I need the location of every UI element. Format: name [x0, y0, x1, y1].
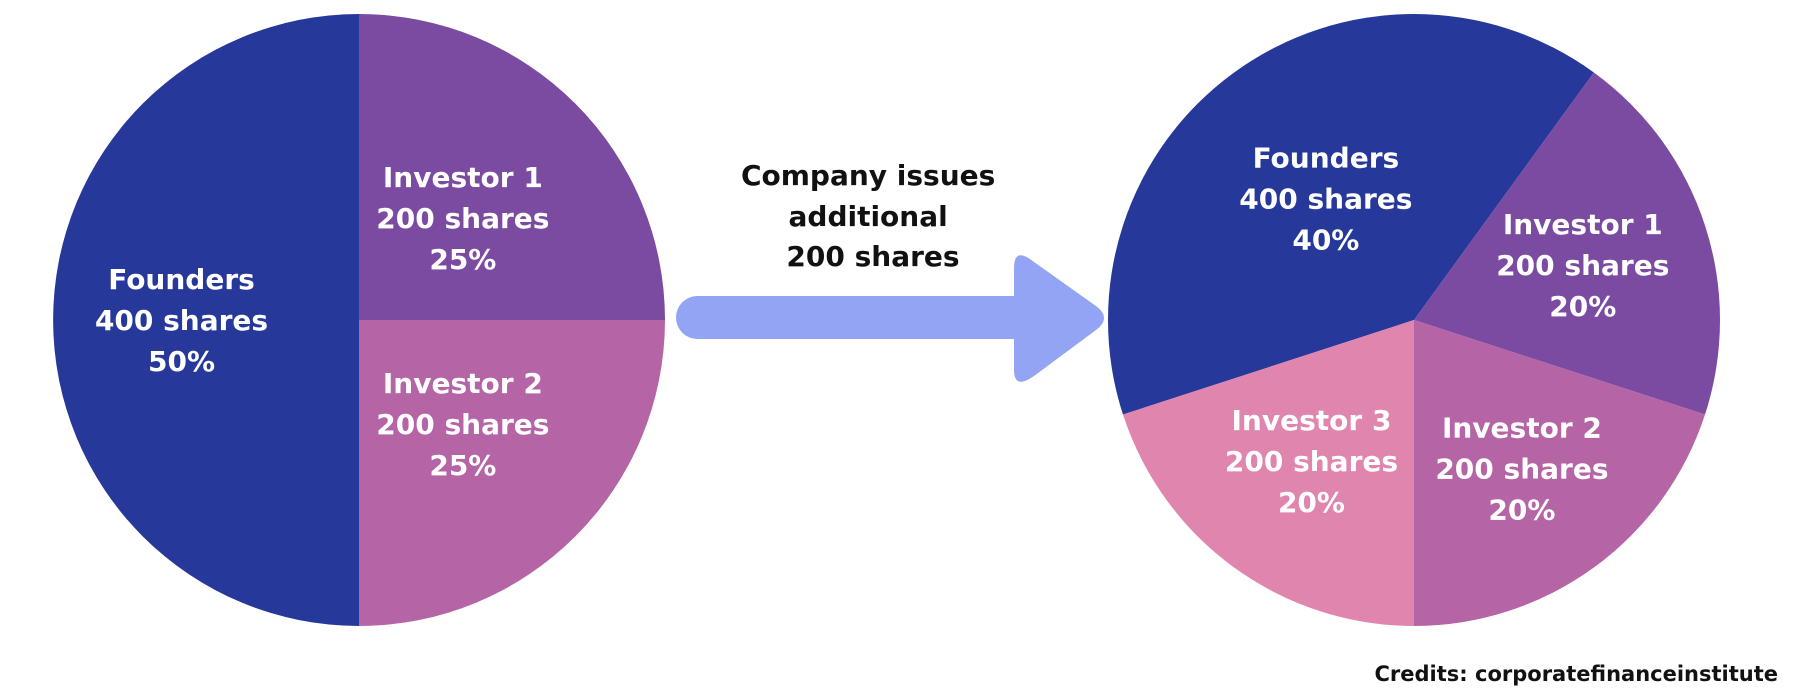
after-slice-investor-3 — [1122, 320, 1414, 626]
before-slice-investor-2 — [359, 320, 665, 626]
after-slice-label-line-2: 200 shares — [1435, 453, 1608, 486]
after-slice-label-line-1: Investor 3 — [1232, 404, 1392, 437]
credits-text: Credits: corporatefinanceinstitute — [1375, 662, 1778, 686]
before-slice-label-investor-1: Investor 1 200 shares 25% — [376, 161, 549, 276]
after-slice-label-line-3: 20% — [1278, 486, 1345, 519]
after-slice-label-line-1: Investor 1 — [1503, 208, 1663, 241]
arrow-caption-line-1: Company issues — [741, 159, 995, 192]
after-slice-label-line-2: 400 shares — [1239, 183, 1412, 216]
pie-before-issuance: Founders 400 shares 50% Investor 1 200 share… — [53, 14, 665, 626]
after-slice-investor-2 — [1414, 320, 1706, 626]
after-slice-label-line-3: 20% — [1488, 494, 1555, 527]
arrow-caption-line-3: 200 shares — [786, 240, 959, 273]
before-slice-label-line-1: Investor 2 — [383, 367, 543, 400]
before-slice-founders — [53, 14, 359, 626]
before-slice-label-line-3: 25% — [429, 449, 496, 482]
after-slice-label-investor-1: Investor 1 200 shares 20% — [1496, 208, 1669, 323]
arrow-caption: Company issues additional 200 shares — [741, 159, 1005, 273]
after-slice-label-line-1: Founders — [1253, 142, 1400, 175]
before-slice-investor-1 — [359, 14, 665, 320]
pie-after-issuance: Founders 400 shares 40% Investor 1 200 share… — [1108, 14, 1720, 626]
after-slice-label-founders: Founders 400 shares 40% — [1239, 142, 1412, 257]
after-slice-label-line-3: 20% — [1549, 290, 1616, 323]
after-slice-label-investor-2: Investor 2 200 shares 20% — [1435, 412, 1608, 527]
after-slice-label-line-2: 200 shares — [1225, 445, 1398, 478]
arrow-head — [1014, 255, 1104, 382]
issuance-arrow: Company issues additional 200 shares — [676, 159, 1104, 382]
after-slice-label-investor-3: Investor 3 200 shares 20% — [1225, 404, 1398, 519]
arrow-caption-line-2: additional — [789, 200, 948, 233]
arrow-shaft — [676, 296, 1036, 339]
after-slice-investor-1 — [1414, 72, 1720, 415]
after-slice-founders — [1108, 14, 1594, 415]
after-slice-label-line-3: 40% — [1292, 224, 1359, 257]
before-slice-label-line-2: 200 shares — [376, 408, 549, 441]
before-slice-label-line-2: 400 shares — [95, 304, 268, 337]
before-slice-label-line-1: Investor 1 — [383, 161, 543, 194]
before-slice-label-founders: Founders 400 shares 50% — [95, 263, 268, 378]
before-slice-label-investor-2: Investor 2 200 shares 25% — [376, 367, 549, 482]
before-slice-label-line-2: 200 shares — [376, 202, 549, 235]
after-slice-label-line-1: Investor 2 — [1442, 412, 1602, 445]
before-slice-label-line-1: Founders — [108, 263, 255, 296]
before-slice-label-line-3: 50% — [148, 345, 215, 378]
after-slice-label-line-2: 200 shares — [1496, 249, 1669, 282]
before-slice-label-line-3: 25% — [429, 243, 496, 276]
